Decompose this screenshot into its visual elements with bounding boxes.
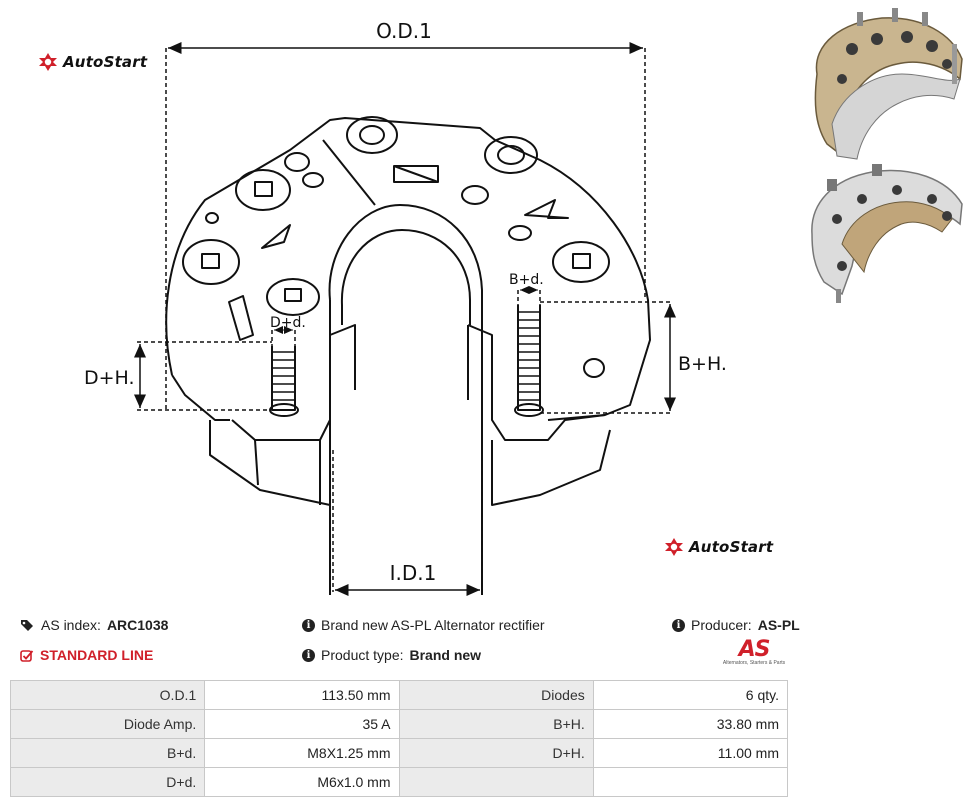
spec-key: B+H. [398,709,594,739]
producer-label: Producer: [691,617,752,633]
product-photos [811,8,963,303]
table-row: B+d. M8X1.25 mm D+H. 11.00 mm [9,738,789,768]
spec-key: O.D.1 [9,680,206,710]
description-text: Brand new AS-PL Alternator rectifier [321,617,545,633]
spec-value: 113.50 mm [204,680,400,710]
autostart-logo-text: AutoStart [63,53,148,71]
spec-value: M8X1.25 mm [204,738,400,768]
as-pl-logo-tagline: Alternators, Starters & Parts [722,660,786,666]
od1-label: O.D.1 [376,19,432,43]
table-row: O.D.1 113.50 mm Diodes 6 qty. [9,680,789,710]
spec-value: M6x1.0 mm [204,767,400,797]
standard-line-badge: STANDARD LINE [20,647,153,663]
description-line: i Brand new AS-PL Alternator rectifier [302,617,545,633]
spec-value: 33.80 mm [592,709,789,739]
product-photo-bottom [811,164,963,303]
table-row: Diode Amp. 35 A B+H. 33.80 mm [9,709,789,739]
product-type-value: Brand new [409,647,482,663]
dh-label: D+H. [84,367,135,389]
spec-key [398,767,594,797]
producer-value: AS-PL [757,617,800,633]
spec-table: O.D.1 113.50 mm Diodes 6 qty. Diode Amp.… [9,680,789,797]
spec-value: 6 qty. [592,680,789,710]
spec-value: 35 A [204,709,400,739]
standard-line-text: STANDARD LINE [40,647,154,663]
as-pl-logo-mark: AS [738,637,771,662]
spec-key: D+d. [9,767,206,797]
spec-key: Diodes [398,680,594,710]
autostart-logo-bottom: AutoStart [664,537,773,557]
producer-line: i Producer: AS-PL [672,617,800,633]
tags-icon [21,619,33,631]
spec-value: 11.00 mm [592,738,789,768]
rectifier-technical-drawing: O.D.1 I.D.1 D+H. D+d. B+H. B+d. [84,19,727,596]
product-type-line: i Product type: Brand new [302,647,481,663]
as-pl-logo: AS Alternators, Starters & Parts [714,637,794,667]
info-icon: i [302,648,315,662]
as-index-value: ARC1038 [106,617,169,633]
autostart-mark-icon [665,538,683,556]
as-index-label: AS index: [41,617,101,633]
dd-label: D+d. [270,315,306,331]
product-photo-top [814,8,963,160]
autostart-logo-top: AutoStart [38,52,147,72]
spec-key: B+d. [9,738,206,768]
info-icon: i [302,618,315,632]
spec-key: Diode Amp. [9,709,206,739]
spec-value [592,767,789,797]
as-index-line: AS index: ARC1038 [20,617,168,633]
table-row: D+d. M6x1.0 mm [9,767,789,797]
bd-label: B+d. [509,272,544,288]
bh-label: B+H. [678,353,727,375]
autostart-logo-text: AutoStart [689,538,774,556]
checkbox-icon [20,649,34,662]
autostart-mark-icon [39,53,57,71]
product-type-label: Product type: [321,647,404,663]
spec-key: D+H. [398,738,594,768]
id1-label: I.D.1 [390,561,437,585]
info-icon: i [672,618,685,632]
